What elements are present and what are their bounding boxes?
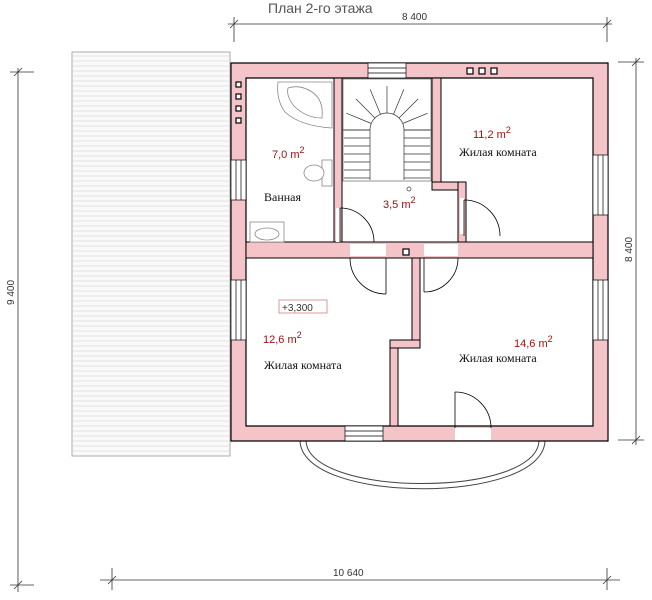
stair-tread	[355, 98, 376, 119]
windows	[230, 62, 609, 442]
area-sup: 2	[506, 125, 511, 135]
dimension-top	[228, 17, 612, 42]
area-sup: 2	[411, 195, 416, 205]
balcony	[299, 439, 546, 490]
plan-title: План 2-го этажа	[268, 0, 373, 16]
toilet	[303, 159, 333, 187]
area-sup: 2	[300, 145, 305, 155]
room-area: 12,6 m	[263, 334, 297, 346]
room-hall: 3,5 m2	[383, 195, 416, 211]
stair-tread	[346, 112, 372, 124]
svg-text:3,5 m2: 3,5 m2	[383, 195, 416, 211]
terrace-deck	[71, 51, 231, 457]
dimension-right-label: 8 400	[624, 237, 635, 262]
dimension-bottom-label: 10 640	[333, 568, 364, 579]
svg-text:7,0 m2: 7,0 m2	[272, 145, 305, 161]
dimension-left-label: 9 400	[6, 280, 17, 305]
area-sup: 2	[548, 334, 553, 344]
room-name: Ванная	[264, 190, 302, 204]
level-mark: +3,300	[282, 303, 313, 314]
staircase	[342, 78, 432, 182]
area-sup: 2	[297, 330, 302, 340]
room-living-1: 11,2 m2 Жилая комната	[459, 125, 537, 159]
sink	[249, 221, 285, 243]
room-area: 11,2 m	[473, 129, 506, 141]
svg-text:12,6 m2: 12,6 m2	[263, 330, 302, 346]
room-area: 3,5 m	[383, 199, 411, 211]
stair-tread	[398, 98, 419, 119]
vent-ducts	[235, 67, 498, 256]
svg-text:14,6 m2: 14,6 m2	[514, 334, 553, 350]
room-name: Жилая комната	[459, 145, 537, 159]
room-name: Жилая комната	[264, 358, 342, 372]
room-living-2: 12,6 m2 Жилая комната	[263, 330, 342, 372]
stair-handrail	[369, 112, 405, 180]
dimension-left	[10, 67, 34, 592]
dimension-bottom	[100, 568, 620, 590]
room-bathroom: 7,0 m2 Ванная	[264, 145, 305, 204]
dimension-top-label: 8 400	[402, 12, 427, 23]
stair-tread	[369, 89, 381, 115]
stair-tread	[393, 89, 405, 115]
svg-text:11,2 m2: 11,2 m2	[473, 125, 511, 141]
level-mark-box	[278, 299, 328, 314]
stair-marker	[406, 186, 412, 192]
dimension-right	[618, 57, 644, 445]
room-area: 14,6 m	[514, 338, 548, 350]
door-openings	[336, 198, 491, 440]
room-name: Жилая комната	[459, 351, 537, 365]
room-living-3: 14,6 m2 Жилая комната	[459, 334, 553, 365]
door-swings	[339, 199, 501, 429]
stair-tread	[402, 112, 428, 124]
interior-walls	[245, 77, 594, 427]
room-area: 7,0 m	[272, 149, 300, 161]
bathtub	[277, 81, 333, 129]
